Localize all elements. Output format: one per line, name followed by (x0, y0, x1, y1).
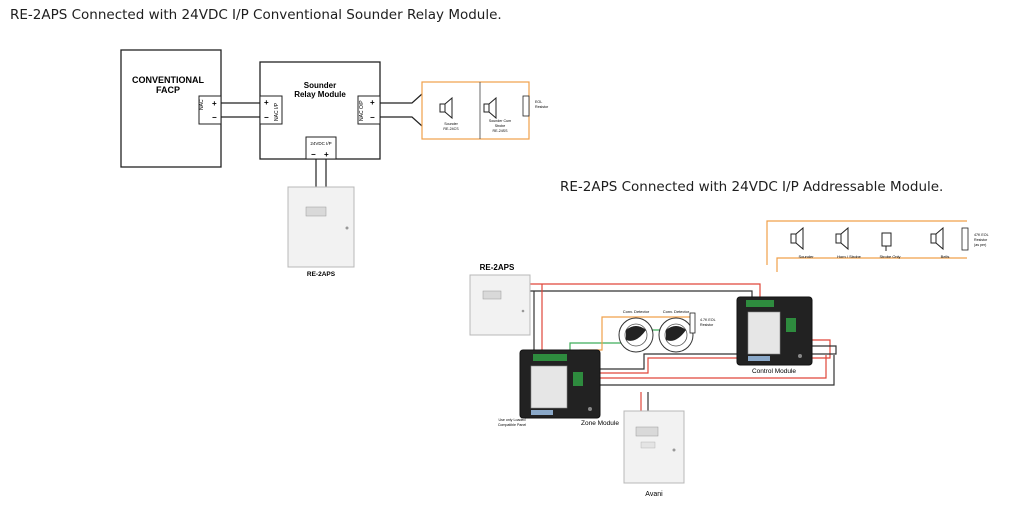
zone-note-line2: Compatible Panel (498, 423, 527, 427)
bells-device: Bells (930, 226, 950, 259)
zone-module-label: Zone Module (581, 420, 619, 427)
facp-label-line2: FACP (156, 85, 180, 95)
sounder-device: Sounder (790, 226, 814, 259)
horn-strobe-device: Horn / Strobe (835, 226, 862, 259)
relay-in-plus: + (264, 98, 269, 107)
top-diagram-title: RE-2APS Connected with 24VDC I/P Convent… (10, 7, 502, 23)
smoke-detector-icon (658, 317, 694, 353)
sounder-strobe-label-line3: RE-24SS (493, 129, 509, 133)
relay-out-minus: − (370, 113, 375, 122)
eol-resistor-icon (961, 227, 969, 251)
relay-in-minus: − (264, 113, 269, 122)
top-notification-devices: Sounder RE-24CS Sounder Cum Strobe RE-24… (421, 81, 549, 140)
detector-eol-label-line1: 4.7K EOL (700, 318, 716, 322)
bottom-eol-label-line3: (as per) (974, 243, 986, 247)
bottom-eol-label-line1: 47K EOL (974, 233, 989, 237)
terminal-block (573, 372, 583, 386)
speaker-icon (483, 96, 497, 120)
control-module: Control Module (736, 296, 813, 375)
conventional-detectors: Conv. Detector Conv. Detector 4.7K EOL R… (618, 309, 716, 353)
eol-resistor-icon (522, 95, 530, 117)
sounder-label-line2: RE-24CS (443, 127, 459, 131)
device-label-sounder: Sounder (798, 254, 814, 259)
zone-note-line1: Use only Loaded (499, 418, 526, 422)
sounder-strobe-label-line1: Sounder Cum (489, 119, 511, 123)
strobe-icon (881, 232, 892, 247)
relay-24vdc-terminal: 24VDC I/P (310, 141, 331, 146)
speaker-icon (439, 96, 453, 120)
control-module-label: Control Module (752, 368, 796, 375)
terminal-block (746, 300, 774, 307)
zone-module: Zone Module Use only Loaded Compatible P… (498, 349, 619, 427)
bottom-notification-devices: Sounder Horn / Strobe Strobe Only Bells … (790, 226, 989, 259)
speaker-icon (835, 226, 849, 251)
detector-label-2: Conv. Detector (663, 309, 690, 314)
sounder-label-line1: Sounder (444, 122, 458, 126)
relay-nac-ip-terminal: NAC I/P (274, 102, 280, 121)
relay-nac-op-terminal: NAC O/P (359, 100, 365, 121)
relay-power-minus: − (311, 150, 316, 159)
smoke-detector-icon (618, 317, 654, 353)
avani-panel-label: Avani (645, 491, 663, 498)
top-wiring (221, 93, 423, 188)
relay-power-plus: + (324, 150, 329, 159)
top-psu-label: RE-2APS (307, 271, 336, 278)
facp-minus: − (212, 113, 217, 122)
re-2aps-power-supply-bottom: RE-2APS (469, 263, 531, 336)
device-label-strobe-only: Strobe Only (879, 254, 900, 259)
detector-eol-resistor-icon (689, 312, 696, 334)
terminal-block (786, 318, 796, 332)
bottom-psu-label: RE-2APS (480, 263, 515, 272)
relay-module-label-line1: Sounder (304, 81, 336, 90)
facp-label-line1: CONVENTIONAL (132, 75, 205, 85)
bottom-diagram-title: RE-2APS Connected with 24VDC I/P Address… (560, 179, 944, 195)
terminal-block (533, 354, 567, 361)
strobe-only-device: Strobe Only (879, 232, 901, 259)
device-label-horn-strobe: Horn / Strobe (837, 254, 862, 259)
bottom-eol-label-line2: Resistor (974, 238, 988, 242)
sounder-relay-module-box: Sounder Relay Module + − NAC I/P NAC O/P… (259, 61, 381, 160)
top-eol-label-line1: EOL (535, 100, 542, 104)
relay-module-label-line2: Relay Module (294, 90, 346, 99)
facp-plus: + (212, 99, 217, 108)
speaker-icon (790, 226, 804, 251)
avani-panel: Avani (623, 410, 685, 498)
top-eol-label-line2: Resistor (535, 105, 549, 109)
facp-nac-terminal: NAC (199, 99, 205, 110)
speaker-icon (930, 226, 944, 251)
detector-eol-label-line2: Resistor (700, 323, 714, 327)
detector-label-1: Conv. Detector (623, 309, 650, 314)
re-2aps-power-supply-top: RE-2APS (287, 186, 355, 278)
device-label-bells: Bells (941, 254, 950, 259)
conventional-facp-box: CONVENTIONAL FACP NAC + − (120, 49, 222, 168)
sounder-strobe-label-line2: Strobe (495, 124, 506, 128)
relay-out-plus: + (370, 98, 375, 107)
